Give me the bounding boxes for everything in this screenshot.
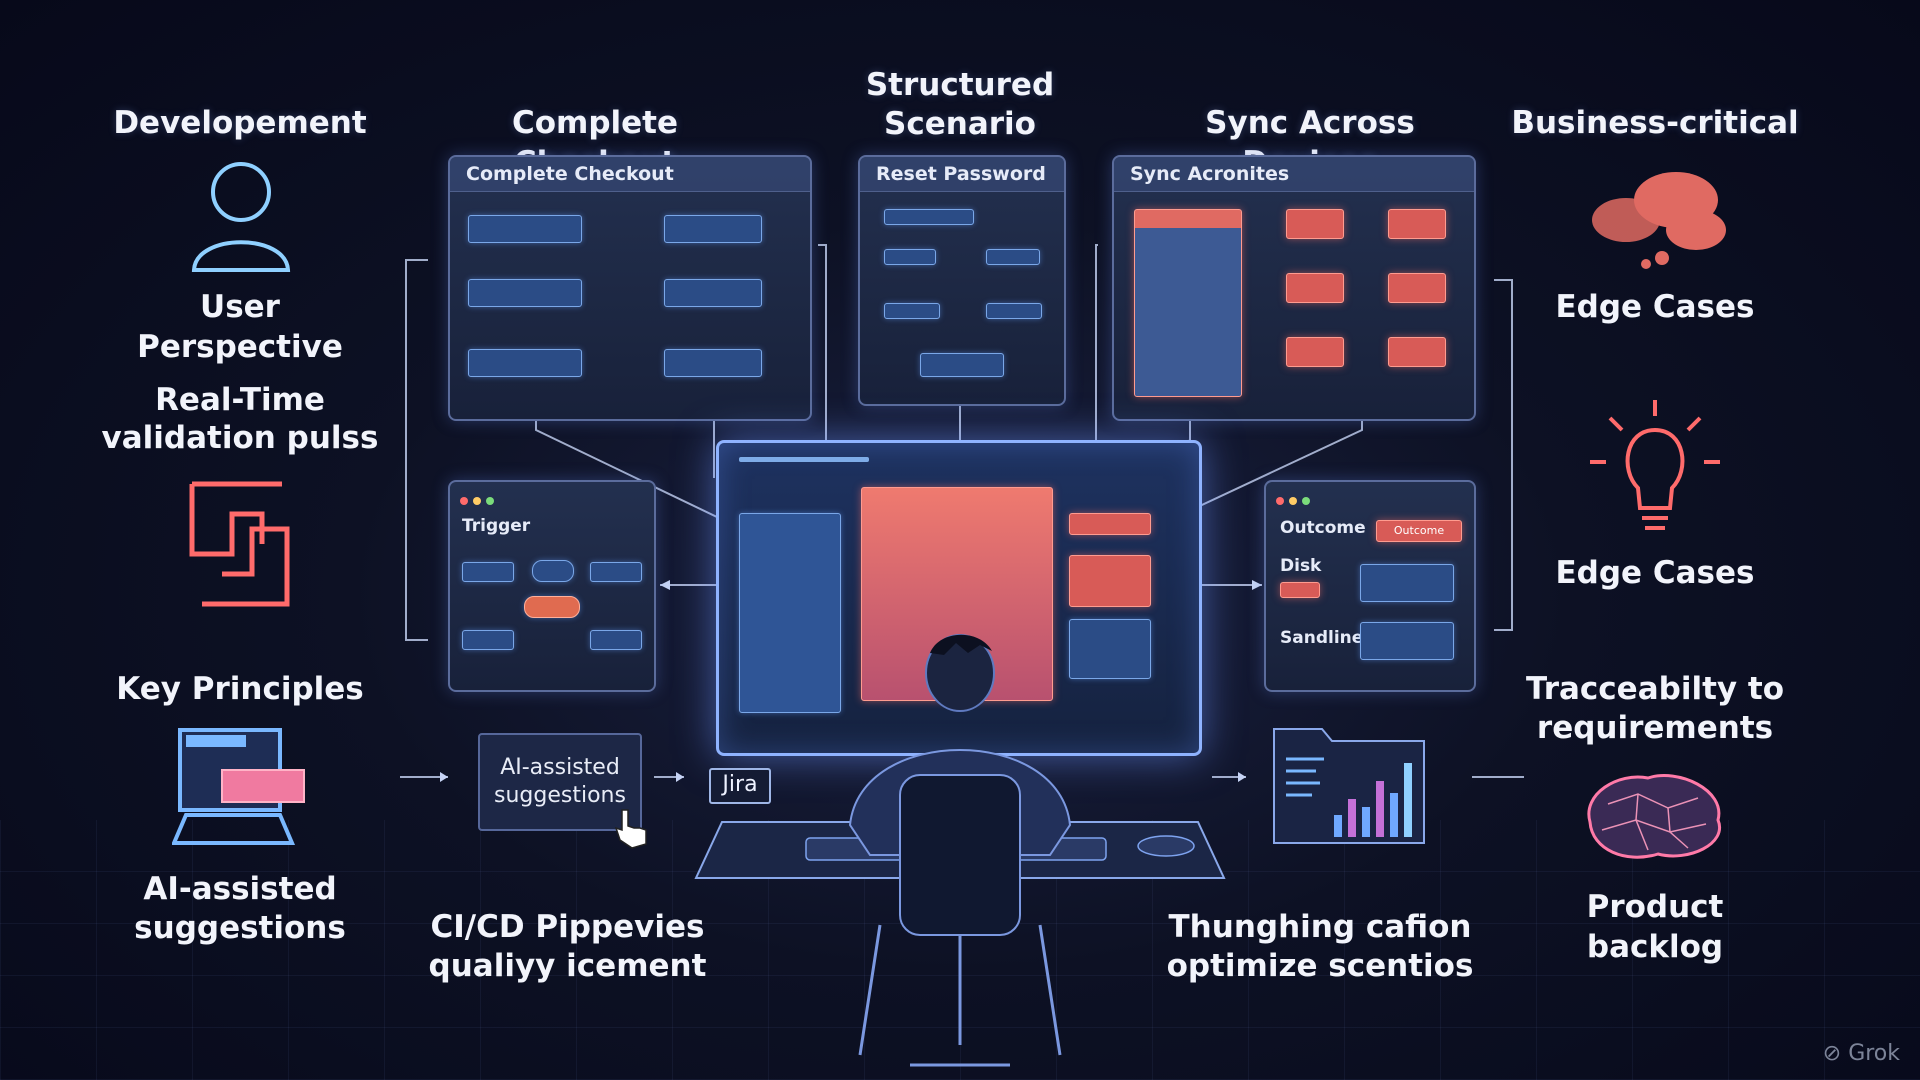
grok-watermark-text: Grok: [1848, 1041, 1900, 1066]
flow-node: [986, 249, 1040, 265]
label-traceability-line2: requirements: [1536, 710, 1774, 746]
flow-node: [1286, 337, 1344, 367]
flow-node: [664, 215, 762, 243]
label-ai-assisted-line2: suggestions: [134, 910, 346, 946]
flow-node: [468, 279, 582, 307]
jira-tag: Jira: [709, 768, 771, 804]
grok-logo-icon: ⊘: [1822, 1041, 1842, 1066]
screen-header-line: [739, 457, 869, 462]
label-ai-assisted-line1: AI-assisted: [143, 871, 337, 907]
user-icon: [191, 162, 291, 272]
screen-right-tag: [1069, 513, 1151, 535]
outcome-tag: Outcome: [1376, 520, 1462, 542]
flow-node: [884, 249, 936, 265]
flow-node: [590, 562, 642, 582]
heading-business-critical: Business-critical: [1511, 105, 1799, 141]
label-realtime-line1: Real-Time: [155, 382, 325, 418]
ai-box-line1: AI-assisted: [500, 755, 620, 780]
label-thunghing-line2: optimize scentios: [1166, 948, 1474, 984]
label-realtime-line2: validation pulss: [101, 420, 379, 456]
panel-complete-checkout: Complete Checkout: [448, 155, 812, 421]
flow-node: [468, 349, 582, 377]
dashboard-chart-icon: [1273, 728, 1425, 844]
label-traceability-line1: Tracceabilty to: [1525, 671, 1785, 707]
screen-right-box-blue: [1069, 619, 1151, 679]
person-at-desk: [848, 634, 1072, 1067]
window-dots: [1276, 490, 1315, 509]
laptop-icon: [172, 728, 305, 845]
flow-node: [1388, 273, 1446, 303]
panel-reset-password-title: Reset Password: [860, 157, 1064, 192]
panel-sync-acronites: Sync Acronites: [1112, 155, 1476, 421]
panel-trigger-title: Trigger: [462, 516, 531, 536]
flow-node: [986, 303, 1042, 319]
sync-window: [1134, 209, 1242, 397]
heading-development: Developement: [113, 105, 367, 141]
label-disk: Disk: [1280, 556, 1322, 576]
label-user-perspective: User Perspective: [137, 289, 343, 365]
label-key-principles: Key Principles: [116, 671, 364, 707]
flow-node: [462, 630, 514, 650]
label-edge-cases-2: Edge Cases: [1555, 555, 1755, 591]
ai-suggestions-button[interactable]: AI-assisted suggestions: [478, 733, 642, 831]
flow-node: [1388, 337, 1446, 367]
label-cicd-line1: CI/CD Pippevies: [430, 909, 705, 945]
flow-node: [1286, 209, 1344, 239]
flow-node: [462, 562, 514, 582]
flow-node: [884, 303, 940, 319]
flow-node: [884, 209, 974, 225]
flow-node: [1286, 273, 1344, 303]
flow-node: [1360, 564, 1454, 602]
flow-node: [664, 349, 762, 377]
panel-sync-acronites-title: Sync Acronites: [1114, 157, 1474, 192]
disk-bar: [1280, 582, 1320, 598]
flow-node: [664, 279, 762, 307]
flow-node: [920, 353, 1004, 377]
heading-scenario: Scenario: [884, 106, 1036, 142]
heading-structured: Structured: [865, 67, 1055, 103]
window-dots: [460, 490, 499, 509]
flow-node-highlight: [524, 596, 580, 618]
screen-right-box: [1069, 555, 1151, 607]
ai-box-line2: suggestions: [494, 783, 626, 808]
panel-complete-checkout-title: Complete Checkout: [450, 157, 810, 192]
thought-cloud-icon: [1592, 172, 1726, 269]
label-product-backlog: Product backlog: [1586, 889, 1724, 965]
panel-outcome-title: Outcome: [1280, 518, 1366, 538]
flow-node: [1388, 209, 1446, 239]
panel-trigger: Trigger: [448, 480, 656, 692]
grok-watermark: ⊘ Grok: [1823, 1041, 1900, 1066]
brain-icon: [1587, 774, 1722, 859]
label-cicd-line2: qualiyy icement: [428, 948, 707, 984]
label-sandline: Sandline: [1280, 628, 1364, 648]
pulse-icon: [189, 481, 290, 607]
flow-node: [590, 630, 642, 650]
flow-node: [532, 560, 574, 582]
screen-left-panel: [739, 513, 841, 713]
label-edge-cases-1: Edge Cases: [1555, 289, 1755, 325]
lightbulb-icon: [1590, 400, 1720, 530]
panel-reset-password: Reset Password: [858, 155, 1066, 406]
panel-outcome: Outcome Outcome Disk Sandline: [1264, 480, 1476, 692]
label-thunghing-line1: Thunghing cafion: [1168, 909, 1472, 945]
outcome-tag-label: Outcome: [1393, 524, 1445, 537]
flow-node: [1360, 622, 1454, 660]
cursor-hand-icon: [614, 809, 647, 849]
flow-node: [468, 215, 582, 243]
